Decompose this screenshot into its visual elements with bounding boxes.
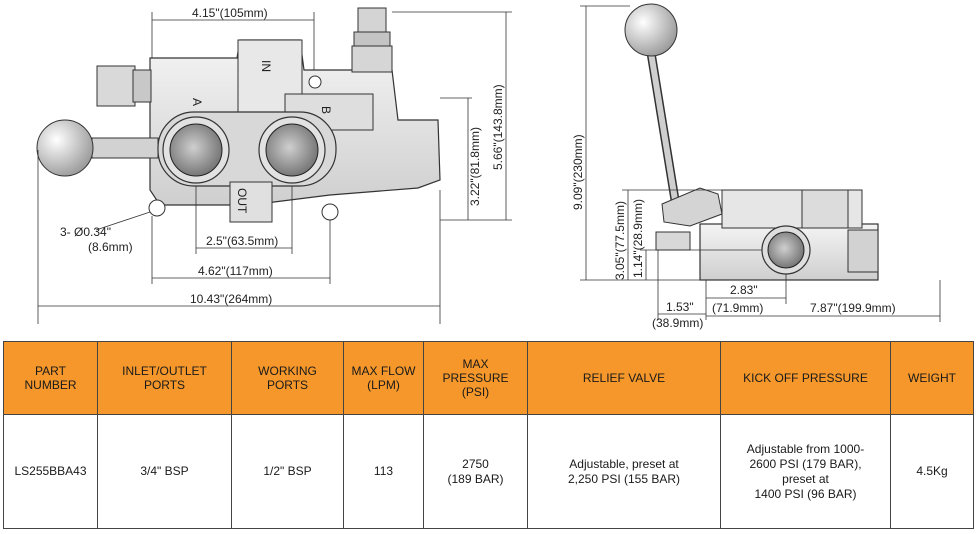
header-max-flow: MAX FLOW(LPM): [343, 341, 424, 415]
cell-text-line: 113: [373, 464, 394, 478]
cell-text-line: preset at: [782, 471, 829, 486]
header-part-number: PART NUMBER: [3, 341, 98, 415]
header-kick-off-pressure: KICK OFF PRESSURE: [720, 341, 891, 415]
front-dimensions: [37, 11, 512, 324]
front-left-fitting: [96, 65, 136, 107]
side-dimensions: [580, 5, 941, 322]
dim-side-port-height: 1.14"(28.9mm): [631, 199, 645, 278]
header-text-line: MAX FLOW: [351, 364, 416, 378]
cell-weight: 4.5Kg: [890, 414, 974, 529]
header-text-line: PART NUMBER: [24, 364, 77, 392]
side-lever-ball: [624, 3, 678, 57]
dim-front-height-inner: 3.22"(81.8mm): [468, 127, 482, 206]
front-mount-hole: [148, 199, 166, 217]
dim-front-mount-spacing: 4.62"(117mm): [198, 264, 273, 278]
hole-callout-line-2: (8.6mm): [88, 240, 133, 254]
header-inlet-outlet-ports: INLET/OUTLET PORTS: [97, 341, 232, 415]
front-label-a: A: [190, 98, 204, 106]
header-text-line: INLET/OUTLET PORTS: [122, 364, 207, 392]
cell-text-line: Adjustable, preset at: [569, 456, 679, 471]
cell-text-line: 4.5Kg: [916, 464, 948, 478]
header-text-line: (PSI): [461, 385, 490, 399]
dim-side-left-offset-2: (38.9mm): [652, 316, 703, 330]
hole-callout-line-1: 3- Ø0.34": [60, 225, 111, 239]
front-mount-hole: [321, 203, 339, 221]
dim-side-port-offset-1: 2.83": [730, 283, 758, 297]
cell-kick-off-pressure: Adjustable from 1000-2600 PSI (179 BAR),…: [720, 414, 891, 529]
header-max-pressure: MAX PRESSURE(PSI): [423, 341, 528, 415]
cell-text-line: (189 BAR): [447, 471, 504, 486]
dim-side-overall-height: 9.09"(230mm): [571, 134, 585, 210]
cell-text-line: 2750: [462, 456, 489, 471]
header-text-line: RELIEF VALVE: [582, 371, 666, 385]
header-text-line: (LPM): [367, 378, 400, 392]
header-text-line: KICK OFF PRESSURE: [743, 371, 868, 385]
dim-front-height-outer: 5.66"(143.8mm): [491, 84, 505, 170]
header-text-line: WORKING PORTS: [258, 364, 317, 392]
cell-max-pressure: 2750(189 BAR): [423, 414, 528, 529]
cell-text-line: 3/4" BSP: [140, 464, 189, 478]
front-view: IN A B OUT: [36, 7, 441, 223]
header-text-line: MAX PRESSURE: [442, 357, 509, 385]
dim-side-left-offset-1: 1.53": [666, 300, 694, 314]
front-lever-ball: [36, 119, 94, 177]
cell-text-line: LS255BBA43: [14, 464, 87, 478]
front-label-in: IN: [259, 60, 273, 72]
dim-side-body-length: 7.87"(199.9mm): [810, 301, 896, 315]
cell-text-line: 1/2" BSP: [263, 464, 312, 478]
header-weight: WEIGHT: [890, 341, 974, 415]
header-text-line: WEIGHT: [908, 371, 956, 385]
cell-text-line: 2,250 PSI (155 BAR): [567, 471, 681, 486]
dim-side-port-offset-2: (71.9mm): [712, 301, 763, 315]
spec-table-header-row: PART NUMBER INLET/OUTLET PORTS WORKING P…: [3, 341, 974, 415]
front-mount-hole: [308, 75, 322, 89]
dim-front-overall-length: 10.43"(264mm): [190, 292, 272, 306]
front-out-port-block: [229, 181, 273, 223]
header-working-ports: WORKING PORTS: [231, 341, 344, 415]
cell-text-line: Adjustable from 1000-: [746, 441, 865, 456]
dim-front-width-top: 4.15"(105mm): [192, 6, 268, 20]
technical-drawing: IN A B OUT 4.15"(105mm) 3.2: [36, 3, 941, 330]
cell-text-line: 2600 PSI (179 BAR),: [749, 456, 862, 471]
cell-part-number: LS255BBA43: [3, 414, 98, 529]
dim-side-body-height: 3.05"(77.5mm): [613, 201, 627, 280]
dim-front-ports-spacing: 2.5"(63.5mm): [206, 234, 278, 248]
cell-max-flow: 113: [343, 414, 424, 529]
side-view: [624, 3, 879, 281]
table-row: LS255BBA43 3/4" BSP 1/2" BSP 113 2750(18…: [3, 414, 974, 529]
front-label-out: OUT: [235, 188, 249, 214]
cell-inlet-outlet-ports: 3/4" BSP: [97, 414, 232, 529]
front-top-fitting: [357, 7, 387, 33]
front-label-b: B: [319, 106, 333, 114]
cell-text-line: 1400 PSI (96 BAR): [754, 486, 857, 501]
cell-working-ports: 1/2" BSP: [231, 414, 344, 529]
spec-table: PART NUMBER INLET/OUTLET PORTS WORKING P…: [3, 341, 974, 529]
front-lever-linkage: [91, 137, 159, 159]
header-relief-valve: RELIEF VALVE: [527, 341, 721, 415]
